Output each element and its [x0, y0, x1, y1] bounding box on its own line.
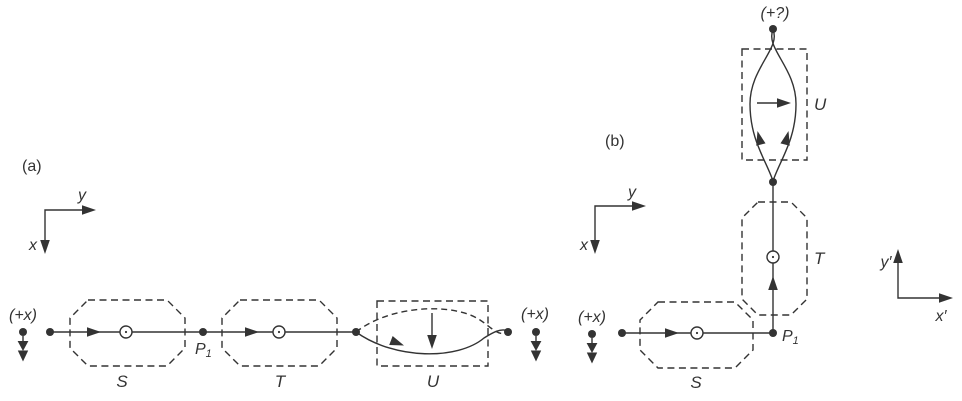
element-box-t-a — [221, 299, 338, 367]
element-label-t-b: T — [814, 249, 826, 268]
axes-a: y x — [28, 187, 96, 254]
element-box-u-a — [376, 300, 489, 367]
axes-b-lines — [594, 205, 639, 247]
axes-b-primed: y′ x′ — [880, 249, 953, 325]
open-circle-center — [277, 330, 281, 334]
input-direction-label-b: (+x) — [578, 309, 606, 326]
panel-a: (a) y x (+x) P1 — [9, 158, 549, 391]
input-direction-marker-a: (+x) — [9, 307, 37, 362]
arrowhead-icon — [777, 98, 791, 108]
element-label-s-a: S — [116, 372, 128, 391]
arrowhead-icon — [665, 328, 679, 338]
open-circle-center — [695, 331, 699, 335]
axes-a-lines — [44, 209, 89, 247]
point-dot — [588, 330, 596, 338]
double-down-arrow-icon — [586, 343, 598, 353]
point-dot — [46, 328, 54, 336]
ray-curve-right-b — [771, 29, 797, 182]
panel-b: (b) y x (+x) P1 S — [578, 5, 953, 392]
point-dot — [769, 178, 777, 186]
output-direction-label-b: (+?) — [761, 5, 790, 22]
element-label-u-a: U — [427, 372, 440, 391]
arrowhead-icon — [40, 240, 50, 254]
ray-curve-dashed-a — [355, 308, 509, 335]
double-down-arrow-icon — [17, 341, 29, 351]
open-circle-center — [124, 330, 128, 334]
point-p1-dot-a — [199, 328, 207, 336]
axis-y-label-b: y — [627, 184, 637, 201]
point-dot — [19, 328, 27, 336]
axes-b-primed-lines — [897, 252, 946, 299]
element-box-u-b — [741, 48, 808, 161]
ray-curve-solid-a — [355, 329, 509, 355]
axes-b: y x — [579, 184, 646, 254]
point-p1-label-a: P1 — [195, 341, 212, 360]
element-box-s-b — [639, 301, 754, 369]
axis-y-prime-label: y′ — [880, 254, 893, 271]
input-direction-label-a: (+x) — [9, 307, 37, 324]
axis-x-prime-label: x′ — [935, 308, 948, 325]
arrowhead-icon — [939, 293, 953, 303]
point-dot — [769, 25, 777, 33]
double-down-arrow-icon — [586, 352, 598, 364]
point-p1-label-b: P1 — [782, 328, 799, 347]
open-circle-center — [771, 255, 775, 259]
element-label-s-b: S — [690, 373, 702, 392]
element-box-s-a — [69, 299, 186, 367]
double-down-arrow-icon — [530, 350, 542, 362]
arrowhead-icon — [893, 249, 903, 263]
arrowhead-icon — [82, 205, 96, 215]
element-label-t-a: T — [275, 372, 287, 391]
arrowhead-icon — [389, 336, 406, 350]
output-direction-label-a: (+x) — [521, 306, 549, 323]
double-down-arrow-icon — [530, 341, 542, 351]
panel-b-label: (b) — [605, 133, 625, 150]
axis-x-label-b: x — [579, 237, 589, 254]
point-dot — [532, 328, 540, 336]
output-direction-marker-a: (+x) — [521, 306, 549, 362]
arrowhead-icon — [87, 327, 101, 337]
arrowhead-icon — [245, 327, 259, 337]
point-dot — [618, 329, 626, 337]
element-label-u-b: U — [814, 95, 827, 114]
arrowhead-icon — [632, 201, 646, 211]
arrowhead-icon — [590, 240, 600, 254]
axis-y-label-a: y — [77, 187, 87, 204]
ray-curve-left-b — [749, 29, 775, 182]
arrowhead-icon — [427, 335, 437, 349]
double-down-arrow-icon — [17, 350, 29, 362]
axis-x-label-a: x — [28, 237, 38, 254]
input-direction-marker-b: (+x) — [578, 309, 606, 364]
arrowhead-icon — [768, 276, 778, 290]
point-dot — [504, 328, 512, 336]
element-box-t-b — [741, 201, 808, 316]
panel-a-label: (a) — [22, 158, 42, 175]
